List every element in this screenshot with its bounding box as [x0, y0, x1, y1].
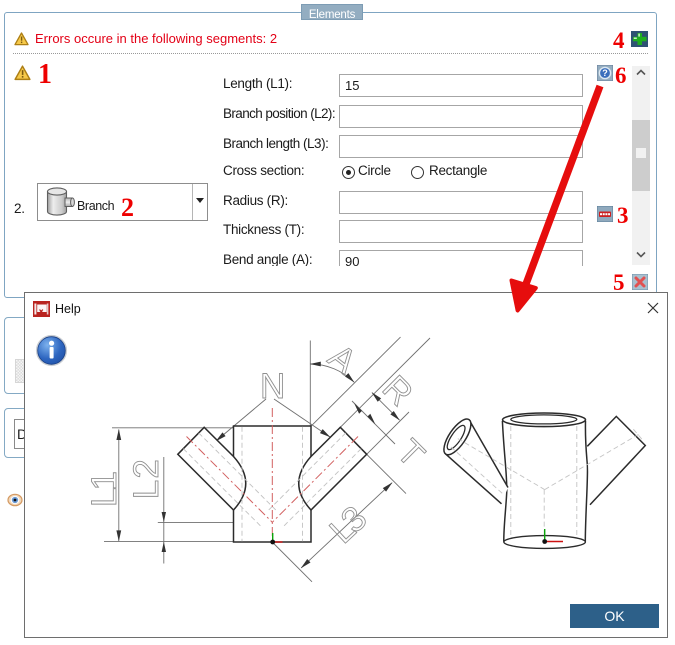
svg-text:L2: L2 [127, 459, 166, 499]
svg-text:T: T [389, 432, 432, 475]
svg-text:?: ? [602, 68, 608, 78]
svg-text:N: N [260, 367, 285, 406]
svg-text:A: A [321, 337, 364, 383]
svg-text:R: R [375, 368, 420, 413]
svg-text:L1: L1 [85, 471, 124, 507]
